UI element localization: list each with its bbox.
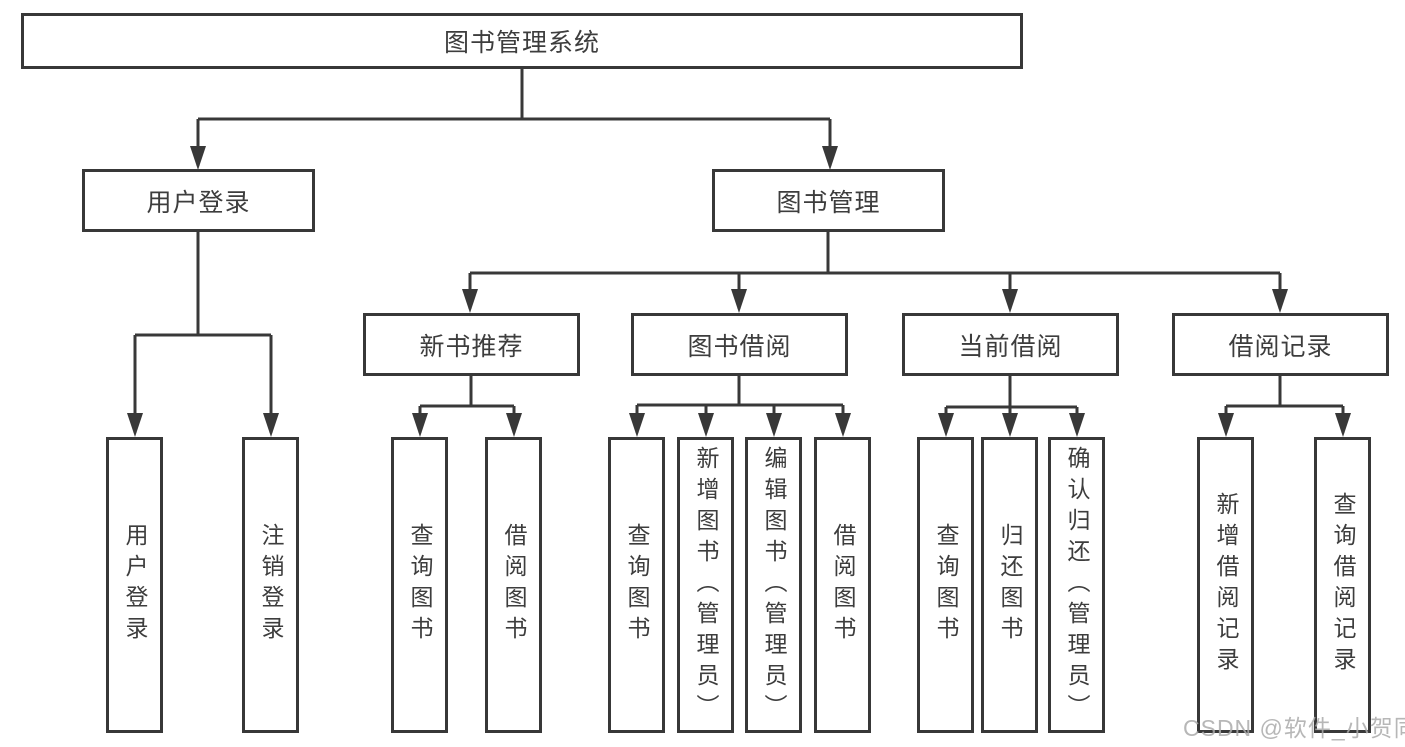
leaf-logout: 注销登录 — [242, 437, 299, 733]
arrow-to-leaf-logout — [263, 413, 279, 437]
arrow-to-new-book-recommend — [462, 289, 478, 313]
connector-new-book-recommend-children — [418, 376, 516, 433]
arrow-to-leaf-confirm-return — [1069, 413, 1085, 437]
node-library-system: 图书管理系统 — [21, 13, 1023, 69]
leaf-query-borrow-record-label: 查询借阅记录 — [1330, 492, 1356, 678]
arrow-to-leaf-user-login — [127, 413, 143, 437]
leaf-borrow-book-1: 借阅图书 — [485, 437, 542, 733]
arrow-to-leaf-query-book-3 — [938, 413, 954, 437]
node-user-login: 用户登录 — [82, 169, 315, 232]
arrow-to-user-login — [190, 146, 206, 170]
leaf-add-borrow-record-label: 新增借阅记录 — [1213, 492, 1239, 678]
arrow-to-leaf-query-book-1 — [412, 413, 428, 437]
leaf-add-borrow-record: 新增借阅记录 — [1197, 437, 1254, 733]
arrow-to-current-borrow — [1002, 289, 1018, 313]
node-book-management-label: 图书管理 — [776, 188, 881, 217]
node-current-borrow: 当前借阅 — [902, 313, 1119, 376]
leaf-borrow-book-1-label: 借阅图书 — [501, 523, 527, 647]
leaf-user-login: 用户登录 — [106, 437, 163, 733]
leaf-edit-book-label: 编辑图书（管理员） — [761, 445, 787, 725]
node-book-borrow-label: 图书借阅 — [687, 332, 792, 361]
leaf-return-book-label: 归还图书 — [997, 523, 1023, 647]
leaf-query-book-3-label: 查询图书 — [933, 523, 959, 647]
leaf-query-book-2: 查询图书 — [608, 437, 665, 733]
arrow-to-leaf-add-borrow-record — [1218, 413, 1234, 437]
arrow-to-book-borrow — [731, 289, 747, 313]
arrow-to-leaf-query-borrow-record — [1335, 413, 1351, 437]
arrow-to-borrow-records — [1272, 289, 1288, 313]
leaf-query-book-1-label: 查询图书 — [407, 523, 433, 647]
leaf-logout-label: 注销登录 — [258, 523, 284, 647]
node-borrow-records-label: 借阅记录 — [1228, 332, 1333, 361]
node-borrow-records: 借阅记录 — [1172, 313, 1389, 376]
arrow-to-leaf-return-book — [1002, 413, 1018, 437]
node-current-borrow-label: 当前借阅 — [958, 332, 1063, 361]
connector-user-login-children — [133, 232, 273, 433]
arrow-to-leaf-borrow-book-2 — [835, 413, 851, 437]
leaf-query-book-2-label: 查询图书 — [624, 523, 650, 647]
connector-borrow-records-children — [1224, 376, 1345, 433]
arrow-to-leaf-add-book — [698, 413, 714, 437]
leaf-edit-book: 编辑图书（管理员） — [745, 437, 802, 733]
leaf-borrow-book-2-label: 借阅图书 — [830, 523, 856, 647]
connector-root-to-level2 — [196, 68, 832, 166]
arrow-to-leaf-query-book-2 — [629, 413, 645, 437]
leaf-confirm-return: 确认归还（管理员） — [1048, 437, 1105, 733]
leaf-add-book-label: 新增图书（管理员） — [693, 445, 719, 725]
leaf-return-book: 归还图书 — [981, 437, 1038, 733]
leaf-confirm-return-label: 确认归还（管理员） — [1064, 445, 1090, 725]
connector-book-borrow-children — [635, 376, 845, 433]
arrow-to-book-management — [822, 146, 838, 170]
arrow-to-leaf-borrow-book-1 — [506, 413, 522, 437]
connector-book-management-children — [468, 232, 1282, 309]
leaf-query-book-3: 查询图书 — [917, 437, 974, 733]
leaf-borrow-book-2: 借阅图书 — [814, 437, 871, 733]
node-library-system-label: 图书管理系统 — [443, 29, 600, 57]
leaf-user-login-label: 用户登录 — [122, 523, 148, 647]
node-new-book-recommend: 新书推荐 — [363, 313, 580, 376]
node-user-login-label: 用户登录 — [146, 188, 251, 217]
leaf-add-book: 新增图书（管理员） — [677, 437, 734, 733]
arrow-to-leaf-edit-book — [766, 413, 782, 437]
node-book-management: 图书管理 — [712, 169, 945, 232]
leaf-query-book-1: 查询图书 — [391, 437, 448, 733]
node-book-borrow: 图书借阅 — [631, 313, 848, 376]
node-new-book-recommend-label: 新书推荐 — [419, 332, 524, 361]
leaf-query-borrow-record: 查询借阅记录 — [1314, 437, 1371, 733]
csdn-watermark: CSDN @软件_小贺同学 — [1183, 715, 1405, 741]
